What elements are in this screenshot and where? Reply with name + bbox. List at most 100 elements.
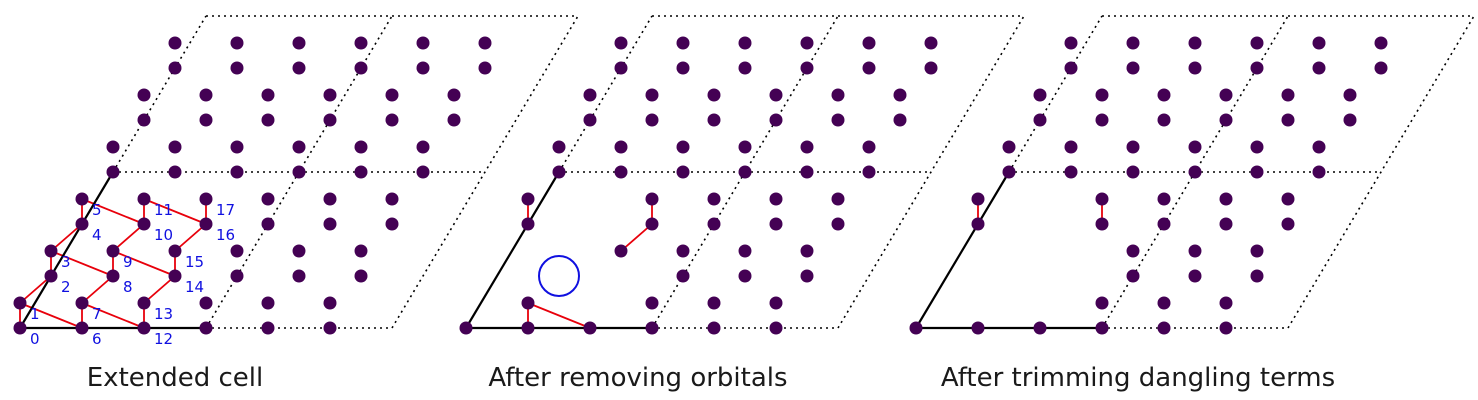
bond-line xyxy=(143,198,207,225)
orbital-dot xyxy=(1343,113,1357,127)
orbital-dot xyxy=(1188,61,1202,75)
orbital-dot xyxy=(769,296,783,310)
orbital-dot xyxy=(168,61,182,75)
orbital-dot xyxy=(769,217,783,231)
orbital-dot xyxy=(614,36,628,50)
orbital-dot xyxy=(1281,192,1295,206)
orbital-dot xyxy=(862,36,876,50)
orbital-dot xyxy=(168,36,182,50)
atom-layer xyxy=(13,36,492,335)
orbital-dot xyxy=(478,36,492,50)
orbital-dot xyxy=(168,140,182,154)
panel-after-removing-orbitals xyxy=(459,15,1025,335)
orbital-dot xyxy=(893,88,907,102)
bond-layer xyxy=(527,199,653,329)
orbital-dot xyxy=(323,296,337,310)
orbital-dot xyxy=(738,140,752,154)
orbital-dot xyxy=(1374,36,1388,50)
orbital-index-label: 9 xyxy=(123,253,133,271)
orbital-dot xyxy=(261,113,275,127)
orbital-dot xyxy=(385,192,399,206)
orbital-dot xyxy=(614,165,628,179)
orbital-dot xyxy=(1064,61,1078,75)
orbital-dot xyxy=(416,61,430,75)
orbital-dot xyxy=(1064,165,1078,179)
orbital-dot xyxy=(1002,140,1016,154)
orbital-dot xyxy=(230,165,244,179)
cell-boundary-line xyxy=(558,15,653,173)
orbital-dot xyxy=(645,217,659,231)
orbital-dot xyxy=(137,321,151,335)
orbital-dot xyxy=(354,269,368,283)
orbital-dot xyxy=(1157,88,1171,102)
orbital-dot xyxy=(75,217,89,231)
orbital-dot xyxy=(323,88,337,102)
orbital-index-label: 15 xyxy=(185,253,204,271)
orbital-dot xyxy=(1126,165,1140,179)
orbital-dot xyxy=(75,321,89,335)
orbital-dot xyxy=(645,192,659,206)
orbital-dot xyxy=(1095,192,1109,206)
panel-after-trimming xyxy=(909,15,1475,335)
orbital-dot xyxy=(645,113,659,127)
orbital-dot xyxy=(261,192,275,206)
orbital-dot xyxy=(738,165,752,179)
orbital-dot xyxy=(800,269,814,283)
orbital-dot xyxy=(769,88,783,102)
orbital-dot xyxy=(862,61,876,75)
orbital-dot xyxy=(676,165,690,179)
orbital-dot xyxy=(521,192,535,206)
orbital-dot xyxy=(1095,113,1109,127)
orbital-dot xyxy=(230,140,244,154)
orbital-index-label: 0 xyxy=(30,330,40,348)
orbital-dot xyxy=(292,269,306,283)
orbital-dot xyxy=(1033,321,1047,335)
orbital-index-label: 1 xyxy=(30,305,40,323)
orbital-dot xyxy=(676,36,690,50)
orbital-dot xyxy=(106,140,120,154)
orbital-dot xyxy=(199,217,213,231)
orbital-dot xyxy=(707,113,721,127)
caption-extended-cell: Extended cell xyxy=(87,363,264,393)
orbital-dot xyxy=(1095,321,1109,335)
atom-layer xyxy=(909,36,1388,335)
cell-boundary-line xyxy=(837,15,1025,329)
orbital-dot xyxy=(1095,296,1109,310)
orbital-dot xyxy=(1281,88,1295,102)
orbital-dot xyxy=(261,88,275,102)
cell-boundary-line xyxy=(112,15,207,173)
orbital-dot xyxy=(738,36,752,50)
orbital-dot xyxy=(1312,165,1326,179)
orbital-index-label: 12 xyxy=(154,330,173,348)
orbital-dot xyxy=(292,140,306,154)
orbital-dot xyxy=(676,140,690,154)
orbital-dot xyxy=(137,88,151,102)
orbital-dot xyxy=(1126,61,1140,75)
orbital-dot xyxy=(261,296,275,310)
orbital-dot xyxy=(292,165,306,179)
orbital-dot xyxy=(676,244,690,258)
orbital-dot xyxy=(385,88,399,102)
bond-line xyxy=(112,250,176,277)
orbital-dot xyxy=(738,61,752,75)
orbital-dot xyxy=(971,321,985,335)
bond-line xyxy=(81,198,145,225)
orbital-dot xyxy=(1188,140,1202,154)
orbital-dot xyxy=(1157,296,1171,310)
orbital-dot xyxy=(1219,113,1233,127)
orbital-dot xyxy=(1250,140,1264,154)
orbital-dot xyxy=(1095,217,1109,231)
bond-line xyxy=(174,223,207,252)
orbital-dot xyxy=(137,192,151,206)
orbital-dot xyxy=(1064,36,1078,50)
orbital-index-label: 7 xyxy=(92,305,102,323)
orbital-index-label: 2 xyxy=(61,278,71,296)
bond-line xyxy=(112,223,145,252)
orbital-dot xyxy=(13,321,27,335)
orbital-dot xyxy=(137,296,151,310)
orbital-index-label: 6 xyxy=(92,330,102,348)
orbital-dot xyxy=(707,88,721,102)
orbital-dot xyxy=(707,192,721,206)
bond-line xyxy=(143,275,176,304)
orbital-dot xyxy=(614,140,628,154)
